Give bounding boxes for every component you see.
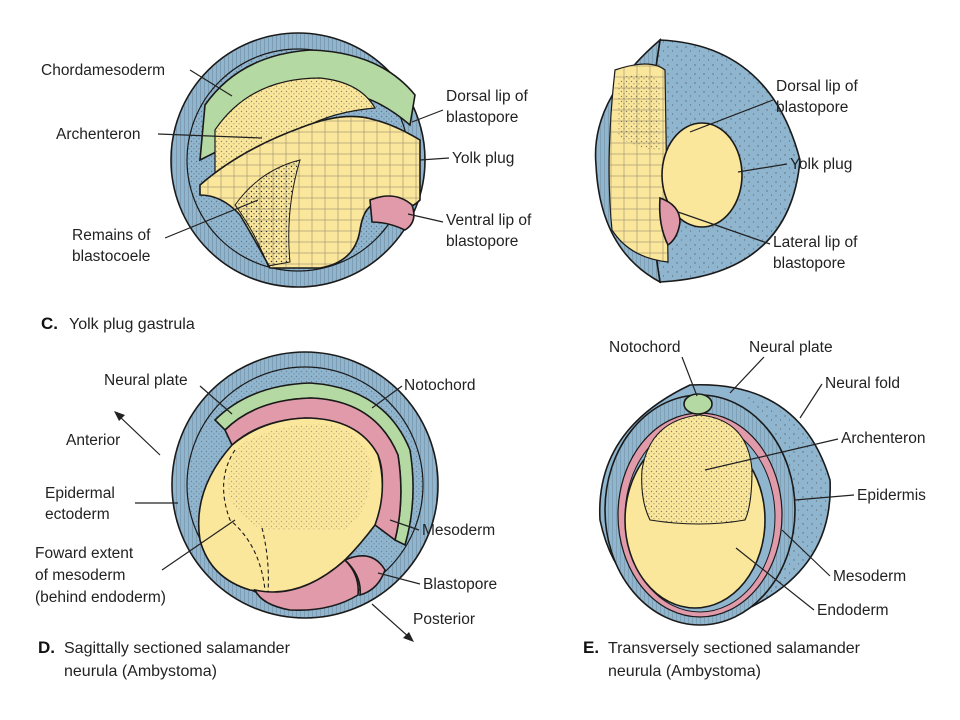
e-label-notochord: Notochord bbox=[609, 339, 681, 356]
c3d-label-lateral-lip-1: Lateral lip of bbox=[773, 234, 858, 251]
c-ventral-lip-pink bbox=[369, 195, 415, 231]
d-label-blastopore: Blastopore bbox=[423, 576, 497, 593]
c-label-ventral-lip-2: blastopore bbox=[446, 233, 518, 250]
e-caption-letter: E. bbox=[583, 638, 599, 657]
panel-d-caption: D. Sagittally sectioned salamander neuru… bbox=[38, 638, 291, 680]
d-label-foward-2: of mesoderm bbox=[35, 567, 125, 584]
d-anterior-arrowhead bbox=[114, 411, 125, 421]
d-caption-line1: Sagittally sectioned salamander bbox=[64, 640, 291, 657]
d-mesoderm-extent-dashed bbox=[223, 449, 269, 593]
c-label-dorsal-lip-1: Dorsal lip of bbox=[446, 88, 529, 105]
c-label-yolk-plug: Yolk plug bbox=[452, 150, 514, 167]
c-label-remains-2: blastocoele bbox=[72, 248, 150, 265]
d-blastopore-lip bbox=[343, 554, 386, 597]
panel-e-caption: E. Transversely sectioned salamander neu… bbox=[583, 638, 861, 680]
c-label-remains-1: Remains of bbox=[72, 227, 151, 244]
e-shell-stipple bbox=[740, 395, 829, 612]
c-label-chordamesoderm: Chordamesoderm bbox=[41, 62, 165, 79]
e-caption-line2: neurula (Ambystoma) bbox=[608, 663, 761, 680]
d-label-neural-plate: Neural plate bbox=[104, 372, 188, 389]
d-anterior-arrow bbox=[117, 414, 161, 456]
e-label-neural-plate: Neural plate bbox=[749, 339, 833, 356]
d-posterior-arrow bbox=[371, 603, 411, 639]
d-label-epidermal-2: ectoderm bbox=[45, 506, 110, 523]
c3d-archenteron-stipple bbox=[618, 74, 660, 150]
c3d-label-lateral-lip-2: blastopore bbox=[773, 255, 845, 272]
d-caption-line2: neurula (Ambystoma) bbox=[64, 663, 217, 680]
d-posterior-arrowhead bbox=[403, 632, 414, 642]
panel-c-left-labels: Chordamesoderm Archenteron Remains of bl… bbox=[41, 62, 532, 265]
e-label-archenteron: Archenteron bbox=[841, 430, 925, 447]
panel-d-drawing bbox=[171, 351, 439, 619]
c-blastocoele-remains bbox=[234, 159, 301, 267]
panel-e-labels: Notochord Neural plate Neural fold Arche… bbox=[609, 339, 926, 619]
d-caption-letter: D. bbox=[38, 638, 55, 657]
e-notochord bbox=[683, 393, 713, 415]
d-label-foward-3: (behind endoderm) bbox=[35, 589, 166, 606]
d-archenteron-stipple bbox=[228, 423, 372, 530]
c-label-archenteron: Archenteron bbox=[56, 126, 140, 143]
c3d-label-dorsal-lip-2: blastopore bbox=[776, 99, 848, 116]
panel-e-drawing bbox=[598, 384, 831, 626]
c3d-label-dorsal-lip-1: Dorsal lip of bbox=[776, 78, 859, 95]
d-label-notochord: Notochord bbox=[404, 377, 476, 394]
c-caption-letter: C. bbox=[41, 314, 58, 333]
panel-c-right-labels: Dorsal lip of blastopore Yolk plug Later… bbox=[677, 78, 859, 272]
d-label-foward-1: Foward extent bbox=[35, 545, 134, 562]
e-archenteron-stipple bbox=[641, 415, 752, 524]
e-caption-line1: Transversely sectioned salamander bbox=[608, 640, 861, 657]
e-label-neural-fold: Neural fold bbox=[825, 375, 900, 392]
panel-c-caption: C. Yolk plug gastrula bbox=[41, 314, 195, 333]
d-label-epidermal-1: Epidermal bbox=[45, 485, 115, 502]
d-ventral-pink bbox=[253, 558, 360, 612]
c-caption-text: Yolk plug gastrula bbox=[69, 316, 195, 333]
e-label-mesoderm: Mesoderm bbox=[833, 568, 906, 585]
panel-c-right-drawing bbox=[594, 37, 801, 284]
e-label-endoderm: Endoderm bbox=[817, 602, 889, 619]
c3d-lateral-lip bbox=[658, 196, 681, 247]
d-label-anterior: Anterior bbox=[66, 432, 120, 449]
c3d-label-yolk-plug: Yolk plug bbox=[790, 156, 852, 173]
panel-c-left-drawing bbox=[170, 32, 426, 288]
d-label-mesoderm: Mesoderm bbox=[422, 522, 495, 539]
e-label-epidermis: Epidermis bbox=[857, 487, 926, 504]
c3d-yolk-plug bbox=[661, 122, 743, 228]
d-label-posterior: Posterior bbox=[413, 611, 475, 628]
c-label-dorsal-lip-2: blastopore bbox=[446, 109, 518, 126]
c-label-ventral-lip-1: Ventral lip of bbox=[446, 212, 532, 229]
panel-d-labels: Neural plate Notochord Anterior Epiderma… bbox=[35, 372, 497, 642]
